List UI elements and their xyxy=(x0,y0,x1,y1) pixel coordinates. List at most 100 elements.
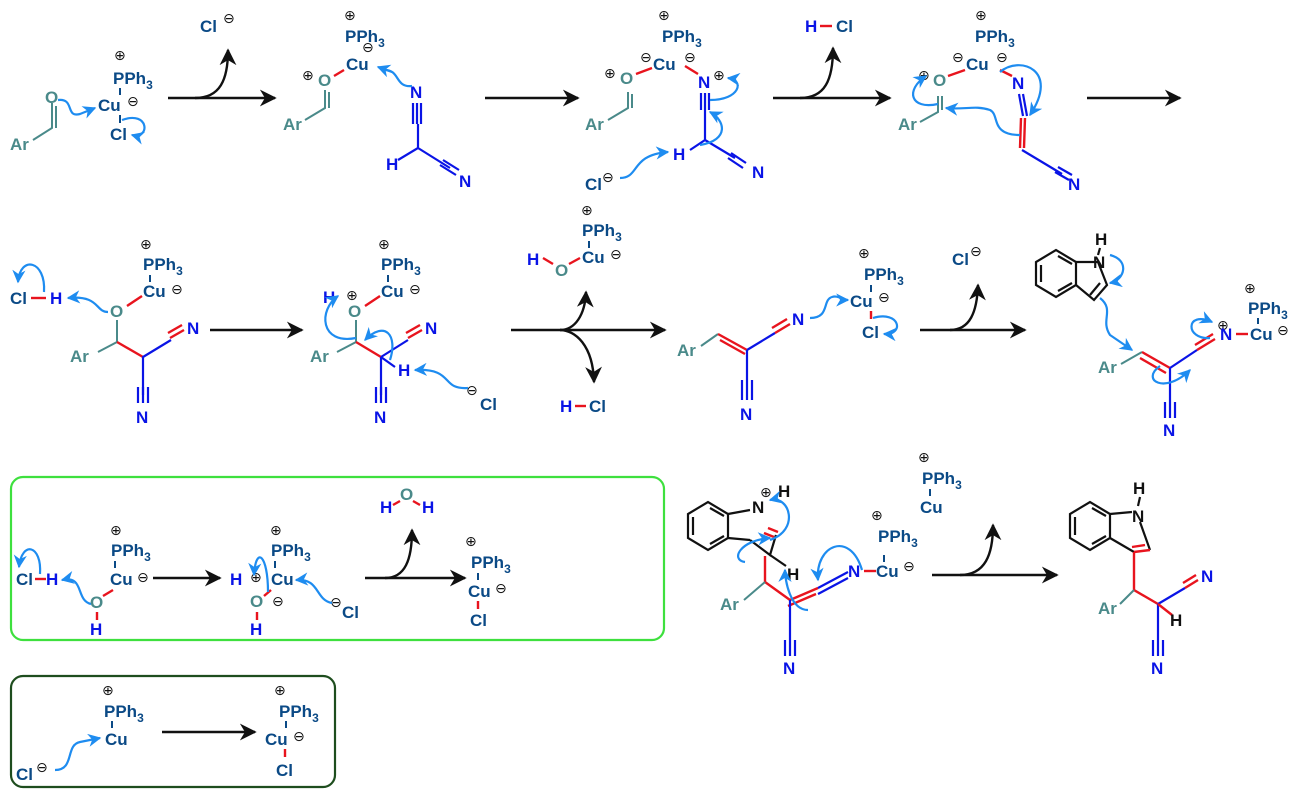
svg-text:⊕: ⊕ xyxy=(274,683,286,699)
svg-text:PPh3: PPh3 xyxy=(279,702,319,725)
svg-text:⊖: ⊖ xyxy=(602,170,614,186)
svg-text:⊕: ⊕ xyxy=(102,683,114,699)
structure-protonated-alcohol: H ⊕ O ⊕ PPh3 Cu ⊖ Ar N H N ⊖ Cl xyxy=(310,237,497,427)
oxygen-label: O xyxy=(45,88,58,107)
reaction-arrow-7: Cl ⊖ xyxy=(920,244,1027,339)
regeneration-structure-1: Cl H O H ⊕ PPh3 Cu ⊖ xyxy=(13,523,151,639)
svg-text:H: H xyxy=(1170,611,1182,630)
svg-text:⊖: ⊖ xyxy=(293,729,305,745)
svg-text:H: H xyxy=(380,498,392,517)
push-arrow xyxy=(768,490,790,542)
svg-text:Cl: Cl xyxy=(862,323,879,342)
svg-text:Cu: Cu xyxy=(381,282,404,301)
svg-text:H: H xyxy=(1133,479,1145,498)
structure-final-product: N H Ar N H N xyxy=(1068,479,1213,678)
catalyst-regeneration-box xyxy=(9,475,666,642)
svg-text:Cu: Cu xyxy=(110,570,133,589)
svg-text:PPh3: PPh3 xyxy=(381,255,421,278)
structure-aldehyde-cu-complex: Ar O ⊕ PPh3 Cu ⊖ Cl xyxy=(10,48,153,154)
svg-text:⊖: ⊖ xyxy=(684,50,696,66)
svg-text:Cu: Cu xyxy=(468,582,491,601)
svg-text:N: N xyxy=(848,562,860,581)
structure-arylidene-malononitrile-cu: Ar N N ⊕ PPh3 Cu ⊖ Cl xyxy=(677,246,904,424)
svg-text:Cl: Cl xyxy=(589,397,606,416)
svg-text:PPh3: PPh3 xyxy=(1248,299,1288,322)
structure-o-cu-malononitrile: Ar ⊕ O ⊕ PPh3 ⊖ Cu N H N xyxy=(283,8,471,191)
svg-text:⊕: ⊕ xyxy=(975,8,987,24)
svg-text:H: H xyxy=(560,397,572,416)
svg-text:Cu: Cu xyxy=(966,55,989,74)
svg-text:⊕: ⊕ xyxy=(302,68,314,84)
svg-text:Cl: Cl xyxy=(952,250,969,269)
svg-text:Cl: Cl xyxy=(276,761,293,780)
byproduct-hydroxo-cu: ⊕ PPh3 Cu ⊖ O H xyxy=(527,203,622,280)
svg-text:Cl: Cl xyxy=(342,603,359,622)
activation-structure-1: ⊕ PPh3 Cu Cl ⊖ xyxy=(16,683,144,784)
svg-text:H: H xyxy=(90,620,102,639)
svg-text:Ar: Ar xyxy=(677,341,696,360)
svg-text:N: N xyxy=(1151,659,1163,678)
svg-text:⊕: ⊕ xyxy=(918,450,930,466)
svg-text:Cu: Cu xyxy=(876,562,899,581)
svg-text:PPh3: PPh3 xyxy=(864,265,904,288)
svg-text:⊖: ⊖ xyxy=(952,50,964,66)
reaction-arrow-8 xyxy=(932,523,1059,584)
svg-text:PPh3: PPh3 xyxy=(271,541,311,564)
reaction-arrow-6 xyxy=(511,290,667,384)
svg-text:PPh3: PPh3 xyxy=(345,27,385,50)
svg-text:⊕: ⊕ xyxy=(581,203,593,219)
svg-text:⊖: ⊖ xyxy=(495,581,507,597)
pph3-label: PPh3 xyxy=(113,69,153,92)
svg-text:⊕: ⊕ xyxy=(760,485,772,501)
byproduct-water: H O H xyxy=(380,485,434,517)
byproduct-chloride: Cl xyxy=(200,17,217,36)
svg-text:O: O xyxy=(250,592,263,611)
svg-text:H: H xyxy=(1095,230,1107,249)
svg-text:⊕: ⊕ xyxy=(1217,318,1229,334)
svg-text:N: N xyxy=(752,163,764,182)
svg-text:O: O xyxy=(933,71,946,90)
push-arrow xyxy=(13,548,42,575)
svg-text:⊕: ⊕ xyxy=(465,534,477,550)
regeneration-product-cucl: ⊕ PPh3 Cu ⊖ Cl xyxy=(465,534,511,630)
push-arrow xyxy=(121,116,146,145)
svg-text:Ar: Ar xyxy=(720,595,739,614)
svg-text:O: O xyxy=(318,71,331,90)
svg-text:PPh3: PPh3 xyxy=(471,553,511,576)
svg-text:O: O xyxy=(90,593,103,612)
svg-text:O: O xyxy=(348,302,361,321)
cl-label: Cl xyxy=(110,125,127,144)
ar-label: Ar xyxy=(10,135,29,154)
reaction-arrow-regen-2 xyxy=(365,528,467,587)
svg-text:N: N xyxy=(1220,325,1232,344)
plus-charge: ⊕ xyxy=(114,48,126,64)
svg-text:⊕: ⊕ xyxy=(858,246,870,262)
svg-text:⊕: ⊕ xyxy=(1244,281,1256,297)
svg-text:O: O xyxy=(620,69,633,88)
svg-text:Ar: Ar xyxy=(310,347,329,366)
svg-text:Cu: Cu xyxy=(143,282,166,301)
svg-text:PPh3: PPh3 xyxy=(111,541,151,564)
svg-text:H: H xyxy=(673,145,685,164)
byproduct-cu-pph3: ⊕ PPh3 Cu xyxy=(918,450,962,517)
byproduct-hcl: H Cl xyxy=(560,397,606,416)
svg-text:Cu: Cu xyxy=(105,730,128,749)
svg-text:⊕: ⊕ xyxy=(713,68,725,84)
svg-text:⊖: ⊖ xyxy=(466,383,478,399)
svg-text:⊕: ⊕ xyxy=(110,523,122,539)
svg-text:⊖: ⊖ xyxy=(223,11,235,27)
svg-text:H: H xyxy=(386,155,398,174)
svg-text:N: N xyxy=(136,408,148,427)
svg-text:O: O xyxy=(555,261,568,280)
svg-text:PPh3: PPh3 xyxy=(878,527,918,550)
svg-text:Cu: Cu xyxy=(920,498,943,517)
svg-text:Cl: Cl xyxy=(16,765,33,784)
svg-text:O: O xyxy=(110,302,123,321)
svg-text:Cu: Cu xyxy=(653,55,676,74)
push-arrow xyxy=(619,146,670,180)
svg-text:⊖: ⊖ xyxy=(970,244,982,260)
svg-text:⊖: ⊖ xyxy=(610,247,622,263)
svg-text:⊖: ⊖ xyxy=(640,50,652,66)
svg-text:H: H xyxy=(230,570,242,589)
